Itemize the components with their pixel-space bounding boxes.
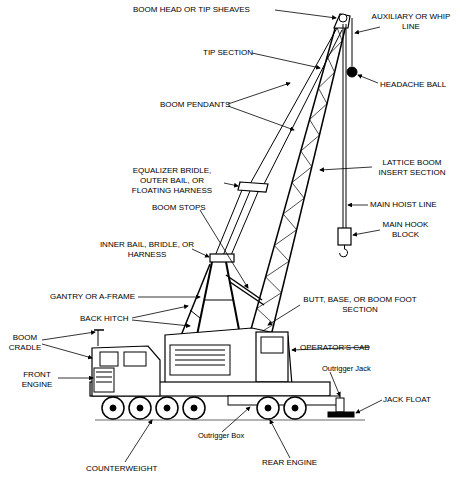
part-label: Outrigger Jack [322, 364, 392, 374]
part-label: OPERATOR'S CAB [300, 343, 380, 353]
part-label: GANTRY OR A-FRAME [50, 292, 150, 302]
part-label: FRONT ENGINE [14, 370, 60, 390]
part-label: BUTT, BASE, OR BOOM FOOT SECTION [296, 295, 424, 315]
part-label: BOOM CRADLE [5, 333, 45, 353]
part-label: HEADACHE BALL [380, 80, 460, 90]
part-label: MAIN HOIST LINE [370, 200, 450, 210]
part-label: BOOM HEAD OR TIP SHEAVES [133, 5, 283, 15]
part-label: EQUALIZER BRIDLE, OUTER BAIL, OR FLOATIN… [120, 166, 224, 196]
part-label: BACK HITCH [80, 314, 140, 324]
part-label: REAR ENGINE [262, 458, 332, 468]
leader-lines [42, 10, 382, 462]
part-label: MAIN HOOK BLOCK [378, 220, 433, 240]
part-label: Outrigger Box [198, 431, 268, 441]
part-label: BOOM PENDANTS [160, 100, 240, 110]
part-label: BOOM STOPS [152, 203, 212, 213]
part-label: JACK FLOAT [383, 395, 443, 405]
part-label: AUXILIARY OR WHIP LINE [370, 12, 452, 32]
part-label: INNER BAIL, BRIDLE, OR HARNESS [98, 240, 196, 260]
part-label: TIP SECTION [203, 48, 273, 58]
part-label: COUNTERWEIGHT [86, 464, 176, 474]
part-label: LATTICE BOOM INSERT SECTION [368, 158, 456, 178]
